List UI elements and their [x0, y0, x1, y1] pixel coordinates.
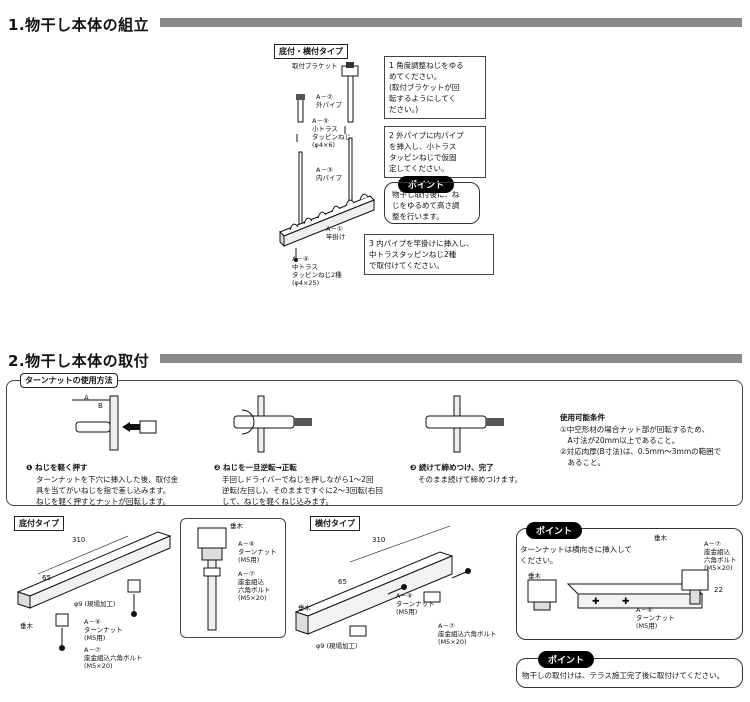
bottom-detail-box — [180, 518, 286, 638]
side-dim-65: 65 — [338, 578, 347, 586]
step2-heading: ❷ ねじを一旦逆転→正転 — [214, 463, 297, 472]
step1-heading: ❶ ねじを軽く押す — [26, 463, 88, 472]
point1-turn-nut: A－⑥ ターンナット (M5用) — [636, 606, 675, 630]
turn-nut-usage-box — [6, 380, 743, 506]
turn-nut-step1-figure — [72, 395, 157, 451]
label-mid-truss-screw: A－④ 中トラス タッピンねじ2種 (φ4×25) — [292, 255, 342, 287]
point1-text: ターンナットは横向きに挿入して ください。 — [520, 545, 632, 565]
point1-box — [516, 528, 743, 640]
bottom-detail-rafter: 垂木 — [230, 522, 243, 530]
side-hole-label: φ9 (現場加工) — [316, 642, 358, 650]
step2-text: 手回しドライバーでねじを押しながら1～2回 逆転(左回し)、そのままですぐに2～… — [222, 475, 383, 506]
step3-note: 3 内パイプを竿掛けに挿入し、 中トラスタッピンねじ2種 で取付けてください。 — [364, 234, 494, 275]
section1-title-bar — [160, 18, 742, 27]
turn-nut-usage-tab: ターンナットの使用方法 — [20, 373, 118, 388]
bottom-type-diagram — [16, 531, 172, 651]
label-small-truss-screw: A－⑤ 小トラス タッピンねじ (φ4×6) — [312, 117, 351, 149]
section1-point-badge: ポイント — [398, 176, 455, 193]
bottom-detail-bolt: A－⑦ 座金組込 六角ボルト (M5×20) — [238, 570, 271, 602]
bottom-detail-nut: A－⑥ ターンナット (M5用) — [238, 540, 277, 564]
svg-text:✚: ✚ — [592, 597, 600, 607]
turn-nut-step2-figure — [233, 395, 312, 453]
side-type-tag: 横付タイプ — [310, 516, 360, 531]
step1-text: ターンナットを下穴に挿入した後、取付金 具を当てがいねじを指で差し込みます。 ね… — [36, 475, 179, 506]
label-bracket: 取付ブラケット — [292, 62, 338, 70]
section2-title: 2.物干し本体の取付 — [8, 352, 150, 370]
bottom-dim-65: 65 — [42, 574, 51, 582]
bottom-bolt-label: A－⑦ 座金組込六角ボルト (M5×20) — [84, 646, 143, 670]
side-type-diagram — [294, 525, 471, 637]
bottom-hole-label: φ9 (現場加工) — [74, 600, 116, 608]
dim-a-label: A — [84, 394, 89, 402]
step1-note: 1 角度調整ねじをゆる めてください。 (取付ブラケットが回 転するようにしてく… — [384, 56, 486, 119]
bottom-dim-310: 310 — [72, 536, 86, 544]
usage-conditions-text: ①中空形材の場合ナット部が回転するため、 A寸法が20mm以上であること。 ②対… — [560, 425, 722, 467]
bottom-type-tag: 底付タイプ — [14, 516, 64, 531]
section1-type-tag: 底付・横付タイプ — [274, 44, 348, 59]
section1-title: 1.物干し本体の組立 — [8, 16, 150, 34]
assembly-diagram — [279, 62, 375, 262]
side-bolt-label: A－⑦ 座金組込六角ボルト (M5×20) — [438, 622, 497, 646]
svg-text:✚: ✚ — [622, 597, 630, 607]
label-inner-pipe: A－③ 内パイプ — [316, 166, 342, 182]
step3-text: そのまま続けて締めつけます。 — [418, 475, 523, 484]
point1-bolt: A－⑦ 座金組込 六角ボルト (M5×20) — [704, 540, 737, 572]
turn-nut-step3-figure — [425, 395, 504, 453]
side-rafter-label: 垂木 — [298, 604, 311, 612]
label-hanger: A－① 竿掛け — [326, 225, 346, 241]
label-outer-pipe: A－② 外パイプ — [316, 93, 342, 109]
side-turn-nut-label: A－⑥ ターンナット (M5用) — [396, 592, 435, 616]
point2-box — [516, 658, 743, 688]
section2-title-bar — [160, 354, 742, 363]
bottom-rafter-label: 垂木 — [20, 622, 33, 630]
step2-note: 2 外パイプに内パイプ を挿入し、小トラス タッピンねじで仮固 定してください。 — [384, 126, 486, 178]
point1-rafter-right: 垂木 — [654, 534, 667, 542]
point1-rafter-left: 垂木 — [528, 572, 541, 580]
section1-point-box — [384, 182, 480, 224]
point1-badge: ポイント — [526, 522, 583, 539]
step3-heading: ❸ 続けて締めつけ、完了 — [410, 463, 494, 472]
point2-badge: ポイント — [538, 651, 595, 668]
section1-point-text: 物干し取付後に、ね じをゆるめて高さ調 整を行います。 — [392, 190, 460, 221]
point2-text: 物干しの取付けは、テラス施工完了後に取付けてください。 — [522, 671, 725, 680]
point1-dim-22: 22 — [714, 586, 723, 594]
bottom-detail-figure — [197, 527, 227, 631]
point1-figure: ✚ ✚ — [527, 569, 709, 611]
usage-conditions-heading: 使用可能条件 — [560, 413, 605, 422]
side-dim-310: 310 — [372, 536, 386, 544]
dim-b-label: B — [98, 402, 103, 410]
bottom-turn-nut-label: A－⑥ ターンナット (M5用) — [84, 618, 123, 642]
